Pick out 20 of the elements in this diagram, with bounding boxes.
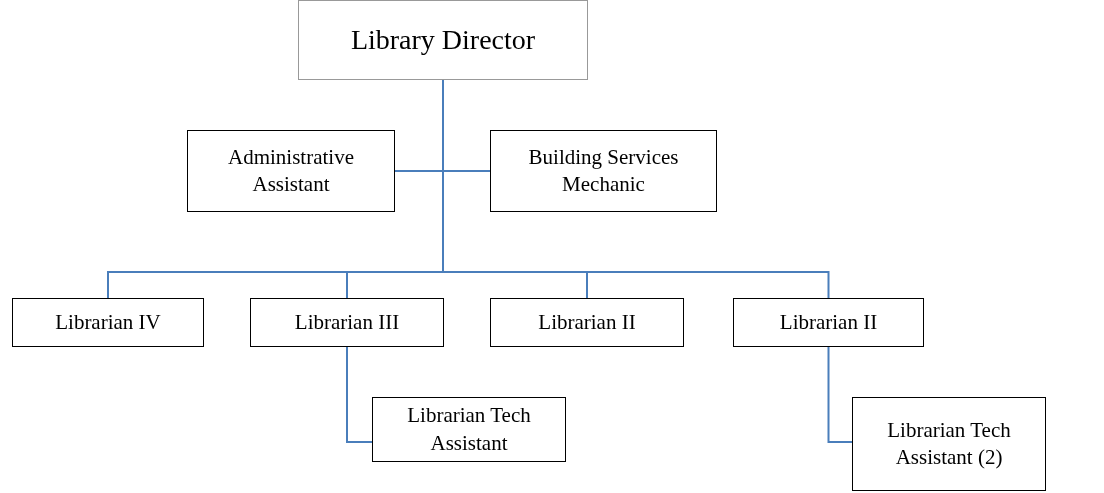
position-box	[372, 397, 566, 462]
connector-line	[827, 346, 853, 443]
position-title: Librarian Tech Assistant	[406, 402, 532, 457]
position-title: Librarian II	[538, 308, 636, 336]
position-title: Librarian III	[294, 308, 400, 336]
position-box	[298, 0, 588, 80]
position-box	[12, 298, 204, 347]
position-box	[733, 298, 924, 347]
position-box	[187, 130, 395, 212]
position-title: Building Services Mechanic	[527, 143, 680, 198]
position-box	[852, 397, 1046, 491]
position-title: Administrative Assistant	[227, 143, 355, 198]
position-box	[490, 130, 717, 212]
position-title: Librarian IV	[55, 308, 161, 336]
position-box	[490, 298, 684, 347]
position-box	[250, 298, 444, 347]
position-title: Librarian II	[779, 308, 878, 336]
connector-line	[346, 346, 373, 443]
position-title: Librarian Tech Assistant (2)	[886, 416, 1012, 471]
position-title: Library Director	[350, 22, 536, 57]
